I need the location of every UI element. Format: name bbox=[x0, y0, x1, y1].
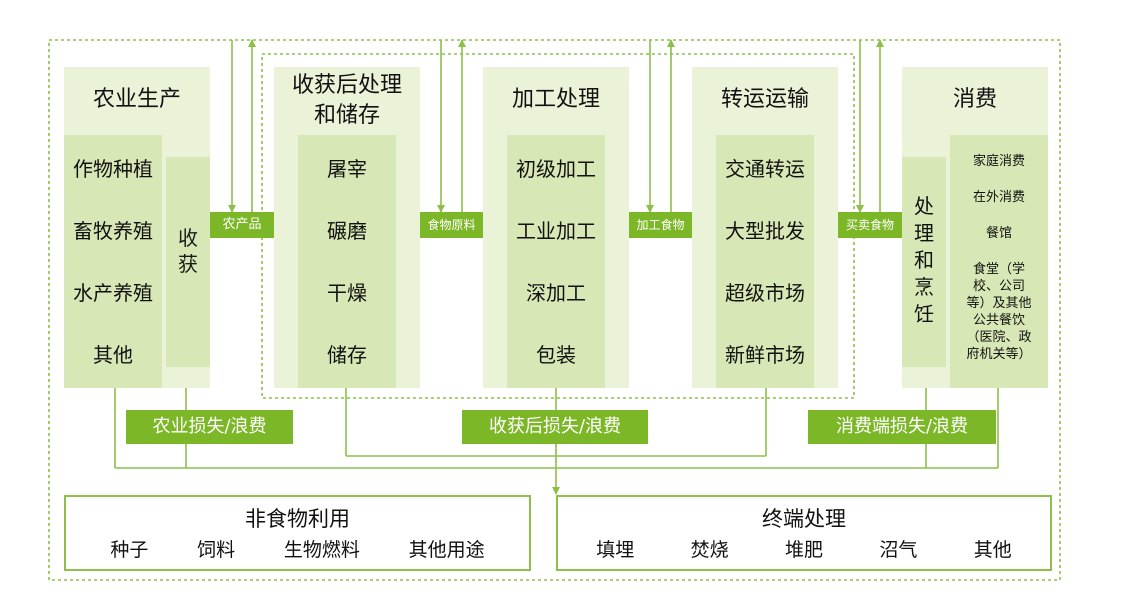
non-food-item-biofuel: 生物燃料 bbox=[283, 539, 360, 561]
non-food-use-items: 种子 饲料 生物燃料 其他用途 bbox=[66, 535, 529, 562]
consumption-item-household: 家庭消费 bbox=[972, 154, 1025, 169]
stage-production-title: 农业生产 bbox=[92, 87, 181, 112]
loss-agricultural: 农业损失/浪费 bbox=[126, 410, 293, 444]
consumption-item-away: 在外消费 bbox=[972, 190, 1025, 205]
cooking-char-3: 和 bbox=[914, 248, 934, 272]
postharvest-item-drying: 干燥 bbox=[327, 281, 367, 305]
processing-item-primary: 初级加工 bbox=[516, 157, 596, 181]
production-item-other: 其他 bbox=[93, 343, 133, 367]
end-treatment-item-incineration: 焚烧 bbox=[690, 539, 729, 561]
loss-postharvest: 收获后损失/浪费 bbox=[462, 410, 648, 444]
cooking-char-5: 饪 bbox=[914, 302, 934, 326]
consumption-canteen-line-3: 等）及其他 bbox=[966, 296, 1032, 311]
non-food-use-box: 非食物利用 种子 饲料 生物燃料 其他用途 bbox=[64, 495, 531, 571]
loss-consumption: 消费端损失/浪费 bbox=[808, 410, 996, 444]
stage-consumption: 消费 处 理 和 烹 饪 家庭消费 在外消费 餐馆 食堂（学 校、公司 等）及其… bbox=[902, 67, 1048, 388]
end-treatment-box: 终端处理 填埋 焚烧 堆肥 沼气 其他 bbox=[556, 495, 1052, 571]
postharvest-item-slaughter: 屠宰 bbox=[327, 157, 367, 181]
production-items: 作物种植 畜牧养殖 水产养殖 其他 bbox=[64, 135, 162, 388]
stage-consumption-title: 消费 bbox=[952, 87, 997, 112]
harvest-label: 收获 bbox=[178, 226, 198, 276]
non-food-item-seeds: 种子 bbox=[110, 539, 149, 561]
transport-item-supermarket: 超级市场 bbox=[725, 281, 805, 305]
processing-item-packaging: 包装 bbox=[536, 343, 576, 367]
harvest-box: 收获 bbox=[166, 157, 210, 367]
processing-item-industrial: 工业加工 bbox=[516, 219, 596, 243]
stage-postharvest-title-2: 和储存 bbox=[313, 103, 380, 128]
end-treatment-items: 填埋 焚烧 堆肥 沼气 其他 bbox=[558, 535, 1050, 562]
processing-items: 初级加工 工业加工 深加工 包装 bbox=[507, 135, 605, 388]
transport-item-wholesale: 大型批发 bbox=[725, 219, 805, 243]
consumption-canteen-line-4: 公共餐饮 bbox=[972, 313, 1025, 328]
consumption-canteen-line-2: 校、公司 bbox=[972, 279, 1025, 294]
postharvest-items: 屠宰 碾磨 干燥 储存 bbox=[298, 135, 396, 388]
end-treatment-item-biogas: 沼气 bbox=[879, 539, 918, 561]
consumption-canteen-line-1: 食堂（学 bbox=[972, 262, 1025, 277]
stage-processing: 加工处理 初级加工 工业加工 深加工 包装 bbox=[483, 67, 629, 388]
non-food-use-title: 非食物利用 bbox=[245, 507, 350, 531]
consumption-canteen-line-6: 府机关等） bbox=[966, 347, 1032, 362]
non-food-item-other: 其他用途 bbox=[408, 539, 485, 561]
stage-processing-title: 加工处理 bbox=[511, 87, 600, 112]
outer-dotted-frame bbox=[48, 39, 1061, 581]
consumption-items: 家庭消费 在外消费 餐馆 食堂（学 校、公司 等）及其他 公共餐饮 （医院、政 … bbox=[950, 135, 1048, 388]
cooking-char-2: 理 bbox=[914, 221, 934, 245]
end-treatment-item-compost: 堆肥 bbox=[784, 539, 823, 561]
stage-transport: 转运运输 交通转运 大型批发 超级市场 新鲜市场 bbox=[692, 67, 838, 388]
production-item-aquaculture: 水产养殖 bbox=[73, 281, 153, 305]
end-treatment-item-landfill: 填埋 bbox=[596, 539, 635, 561]
cooking-box: 处 理 和 烹 饪 bbox=[902, 157, 946, 367]
stage-postharvest: 收获后处理 和储存 屠宰 碾磨 干燥 储存 bbox=[274, 67, 420, 388]
processing-item-deep: 深加工 bbox=[526, 281, 586, 305]
production-item-livestock: 畜牧养殖 bbox=[73, 219, 153, 243]
consumption-item-restaurant: 餐馆 bbox=[985, 226, 1012, 241]
cooking-char-1: 处 bbox=[914, 194, 934, 218]
stage-transport-title: 转运运输 bbox=[720, 87, 809, 112]
flow-food-raw: 食物原料 bbox=[420, 212, 483, 238]
postharvest-item-storage: 储存 bbox=[327, 343, 367, 367]
flow-agri-products: 农产品 bbox=[210, 212, 274, 238]
consumption-canteen-line-5: （医院、政 bbox=[966, 330, 1032, 345]
end-treatment-item-other: 其他 bbox=[973, 539, 1012, 561]
flow-processed-food: 加工食物 bbox=[629, 212, 692, 238]
production-item-crops: 作物种植 bbox=[73, 157, 153, 181]
transport-item-fresh-market: 新鲜市场 bbox=[725, 343, 805, 367]
stage-postharvest-title-1: 收获后处理 bbox=[291, 73, 402, 98]
stage-production: 农业生产 作物种植 畜牧养殖 水产养殖 其他 收获 bbox=[64, 67, 210, 388]
non-food-item-feed: 饲料 bbox=[197, 539, 236, 561]
postharvest-item-milling: 碾磨 bbox=[327, 219, 367, 243]
end-treatment-title: 终端处理 bbox=[762, 507, 846, 531]
transport-items: 交通转运 大型批发 超级市场 新鲜市场 bbox=[716, 135, 814, 388]
cooking-char-4: 烹 bbox=[914, 275, 934, 299]
flow-traded-food: 买卖食物 bbox=[838, 212, 902, 238]
transport-item-transit: 交通转运 bbox=[725, 157, 805, 181]
